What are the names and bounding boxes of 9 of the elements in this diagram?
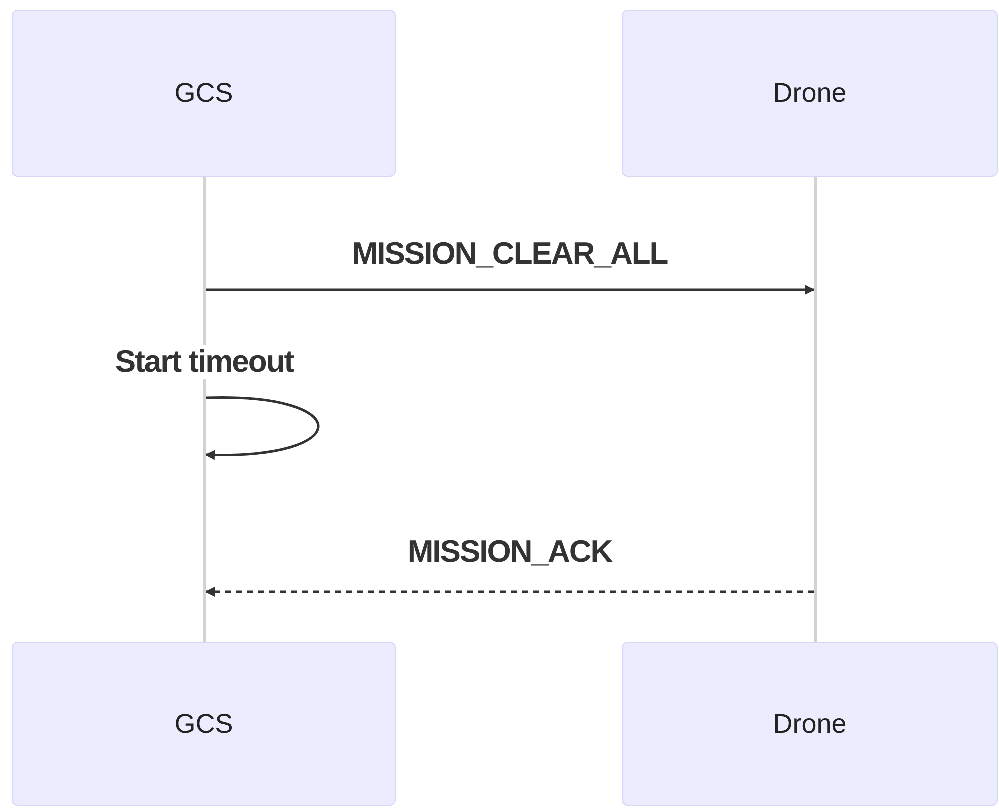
message-arrow bbox=[205, 587, 814, 597]
lifeline bbox=[814, 177, 817, 642]
participant-box: Drone bbox=[622, 642, 998, 806]
message-arrow bbox=[206, 285, 815, 295]
participant-box: GCS bbox=[12, 10, 396, 177]
edge-label: Start timeout bbox=[113, 345, 296, 380]
participant-box: GCS bbox=[12, 642, 396, 806]
self-message-arrow bbox=[205, 396, 320, 460]
participant-box: Drone bbox=[622, 10, 998, 177]
